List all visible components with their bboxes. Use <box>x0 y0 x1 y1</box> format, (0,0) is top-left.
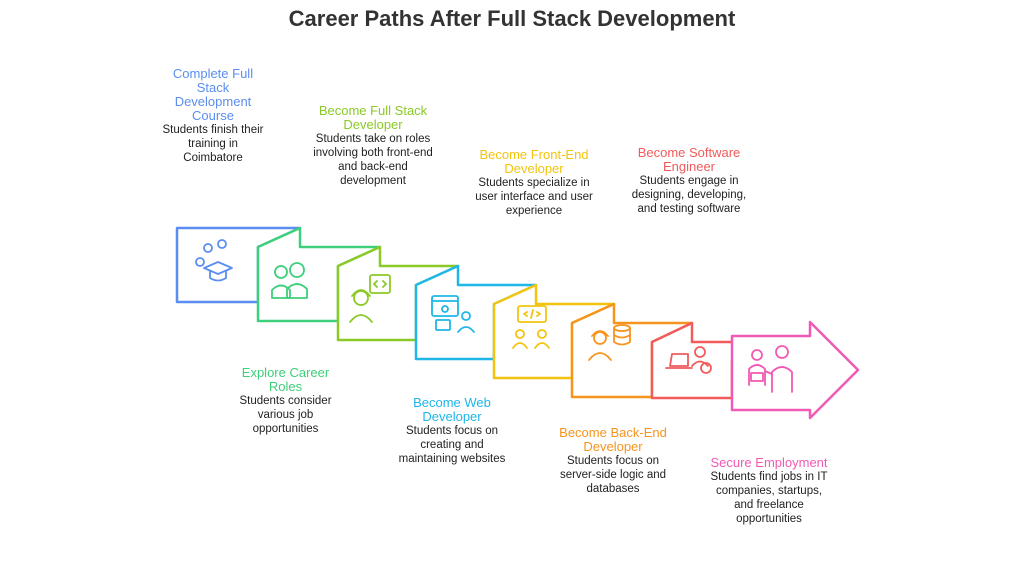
database-icon <box>588 324 631 361</box>
step-description: Students focus on creating and maintaini… <box>398 425 506 465</box>
engineer-icon <box>665 346 712 374</box>
step-1-text: Complete Full Stack Development Course S… <box>158 67 268 165</box>
step-heading: Become Full Stack Developer <box>318 103 428 132</box>
step-heading: Become Back-End Developer <box>559 425 667 454</box>
step-heading: Become Web Developer <box>413 395 491 424</box>
step-description: Students engage in designing, developing… <box>631 175 747 215</box>
step-8-arrow <box>730 320 860 420</box>
page-title: Career Paths After Full Stack Developmen… <box>288 6 736 31</box>
step-heading: Explore Career Roles <box>241 365 330 394</box>
step-heading: Complete Full Stack Development Course <box>172 66 254 123</box>
step-description: Students find jobs in IT companies, star… <box>710 471 828 525</box>
step-8-text: Secure Employment Students find jobs in … <box>710 456 828 526</box>
graduation-cap-icon <box>195 239 233 282</box>
step-heading: Become Front-End Developer <box>479 147 589 176</box>
step-description: Students focus on server-side logic and … <box>559 455 667 495</box>
step-heading: Become Software Engineer <box>637 145 741 174</box>
step-3-text: Become Full Stack Developer Students tak… <box>308 104 438 188</box>
step-2-text: Explore Career Roles Students consider v… <box>228 366 343 436</box>
people-icon <box>271 262 308 299</box>
step-7-text: Become Software Engineer Students engage… <box>630 146 748 216</box>
step-description: Students consider various job opportunit… <box>239 395 332 435</box>
step-description: Students specialize in user interface an… <box>475 177 593 217</box>
web-developer-icon <box>431 295 475 333</box>
ui-team-icon <box>512 305 550 349</box>
step-description: Students finish their training in Coimba… <box>162 124 264 164</box>
handshake-icon <box>748 345 793 393</box>
step-description: Students take on roles involving both fr… <box>313 133 433 187</box>
step-5-text: Become Front-End Developer Students spec… <box>470 148 598 218</box>
step-4-text: Become Web Developer Students focus on c… <box>392 396 512 466</box>
step-6-text: Become Back-End Developer Students focus… <box>553 426 673 496</box>
developer-icon <box>349 274 391 323</box>
step-heading: Secure Employment <box>710 455 828 470</box>
